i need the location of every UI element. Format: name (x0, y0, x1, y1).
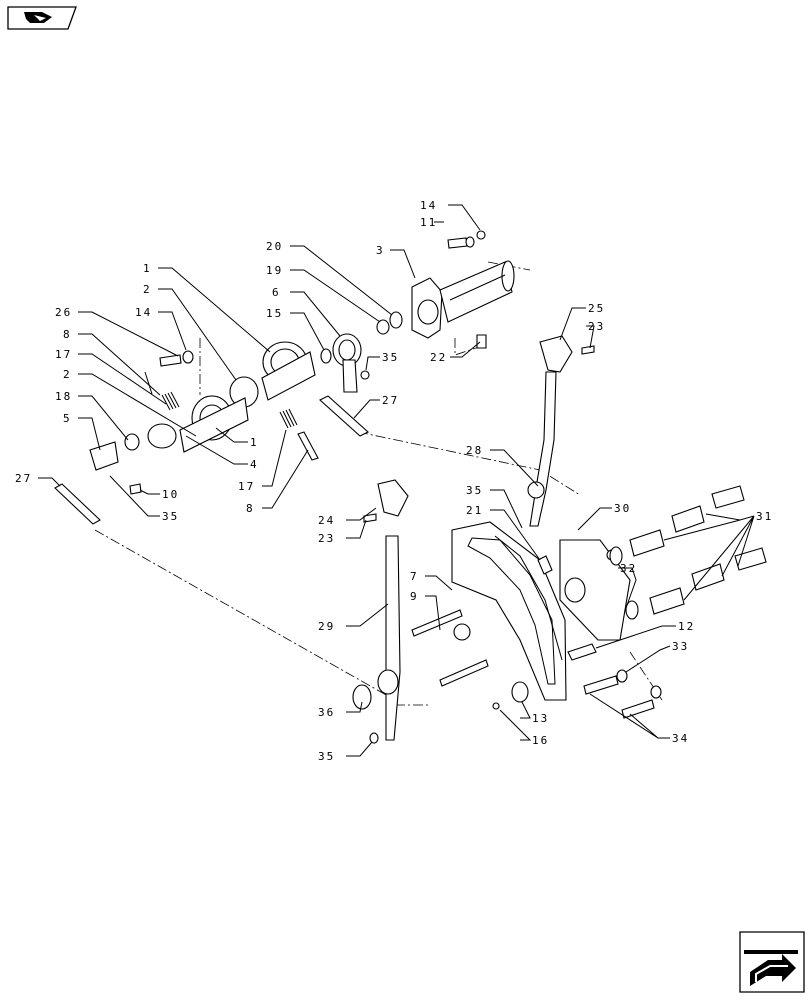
callout-21: 21 (466, 504, 483, 517)
part-27-upper-link (319, 395, 369, 437)
callout-14: 14 (420, 199, 437, 212)
leader-lines (38, 204, 755, 757)
next-page-button[interactable] (738, 930, 806, 994)
part-9-bolts (411, 609, 489, 687)
callout-1-lower: 1 (250, 436, 259, 449)
part-14-11-screws-upper (447, 230, 486, 249)
callout-14-left: 14 (135, 306, 152, 319)
callout-35-mid: 35 (466, 484, 483, 497)
previous-page-button[interactable] (6, 5, 78, 31)
callout-18: 18 (55, 390, 72, 403)
callout-4: 4 (250, 458, 259, 471)
callout-3: 3 (376, 244, 385, 257)
part-36-35-washer-clip (352, 684, 379, 744)
callout-2-upper: 2 (143, 283, 152, 296)
callout-6: 6 (272, 286, 281, 299)
part-21-12-pins (537, 555, 597, 661)
callout-9: 9 (410, 590, 419, 603)
callout-31: 31 (756, 510, 773, 523)
callout-19: 19 (266, 264, 283, 277)
callout-27-left: 27 (15, 472, 32, 485)
arrow-back-icon (7, 6, 77, 30)
part-33-34-bolts (583, 669, 662, 719)
callout-15: 15 (266, 307, 283, 320)
callout-25: 25 (588, 302, 605, 315)
callout-35-lower: 35 (318, 750, 335, 763)
callout-24: 24 (318, 514, 335, 527)
callout-5: 5 (63, 412, 72, 425)
callout-1-upper: 1 (143, 262, 152, 275)
part-27-left-link (54, 483, 142, 525)
callout-30: 30 (614, 502, 631, 515)
callout-8-lower: 8 (246, 502, 255, 515)
callout-12: 12 (678, 620, 695, 633)
part-29-lever (377, 535, 401, 741)
part-22-grease-nipple (476, 334, 487, 349)
part-7-quadrant-plate (451, 521, 567, 701)
callout-17-lower: 17 (238, 480, 255, 493)
callout-11: 11 (420, 216, 437, 229)
callout-29: 29 (318, 620, 335, 633)
callout-35-upper: 35 (382, 351, 399, 364)
callout-10: 10 (162, 488, 179, 501)
part-28-lever (527, 371, 557, 527)
callout-36: 36 (318, 706, 335, 719)
part-3-housing (411, 260, 515, 339)
callout-labels: 14 11 3 20 19 6 15 35 22 1 2 26 14 8 17 … (15, 199, 773, 763)
part-18-5-knob (89, 423, 177, 471)
callout-26: 26 (55, 306, 72, 319)
callout-7: 7 (410, 570, 419, 583)
callout-23-upper: 23 (588, 320, 605, 333)
callout-20: 20 (266, 240, 283, 253)
parts-20-19-6-15-rings (320, 311, 403, 393)
callout-2-left: 2 (63, 368, 72, 381)
callout-33: 33 (672, 640, 689, 653)
callout-16: 16 (532, 734, 549, 747)
part-26-14-screws-left (159, 350, 194, 367)
callout-8-upper: 8 (63, 328, 72, 341)
part-1-2-4-hub (179, 341, 316, 453)
callout-23-lower: 23 (318, 532, 335, 545)
callout-27-upper: 27 (382, 394, 399, 407)
part-25-23-knob-upper (539, 335, 595, 373)
callout-35-left: 35 (162, 510, 179, 523)
callout-28: 28 (466, 444, 483, 457)
arrow-next-icon (739, 931, 805, 993)
callout-34: 34 (672, 732, 689, 745)
callout-22: 22 (430, 351, 447, 364)
part-32-washers (609, 546, 639, 620)
part-13-16-nut (492, 681, 529, 710)
callout-13: 13 (532, 712, 549, 725)
part-24-23-knob-lower (363, 479, 409, 523)
part-30-bracket (559, 539, 631, 641)
callout-32: 32 (620, 562, 637, 575)
callout-17-upper: 17 (55, 348, 72, 361)
part-31-rollers (629, 485, 767, 615)
